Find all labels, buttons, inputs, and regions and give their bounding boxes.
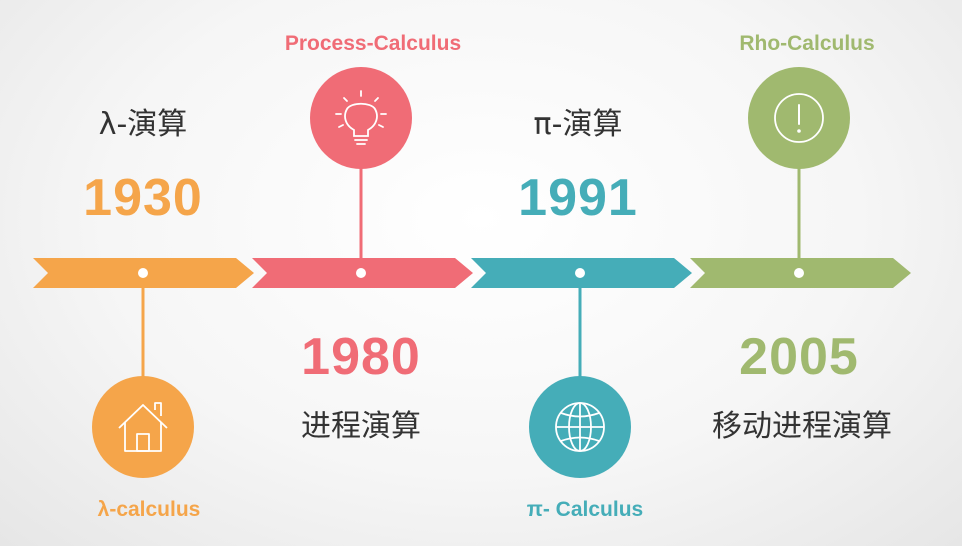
chinese-label-1980: 进程演算 [301,409,421,444]
year-1991: 1991 [518,169,638,227]
year-2005: 2005 [739,328,859,386]
marker-dot-1980 [356,268,366,278]
year-1930: 1930 [83,169,203,227]
english-label-1991: π- Calculus [526,498,644,521]
lightbulb-icon [335,90,387,145]
english-label-1980: Process-Calculus [284,32,462,55]
marker-dot-2005 [794,268,804,278]
year-1980: 1980 [301,328,421,386]
node-1991 [529,376,631,478]
node-1980 [310,67,412,169]
globe-icon [555,402,605,452]
marker-dot-1991 [575,268,585,278]
chinese-label-1930: λ-演算 [98,107,188,142]
exclamation-icon [774,93,824,143]
english-label-1930: λ-calculus [97,498,201,521]
english-label-2005: Rho-Calculus [739,32,875,55]
marker-dot-1930 [138,268,148,278]
chinese-label-2005: 移动进程演算 [712,409,892,444]
node-1930 [92,376,194,478]
node-2005 [748,67,850,169]
house-icon [118,402,168,452]
chinese-label-1991: π-演算 [533,107,623,142]
